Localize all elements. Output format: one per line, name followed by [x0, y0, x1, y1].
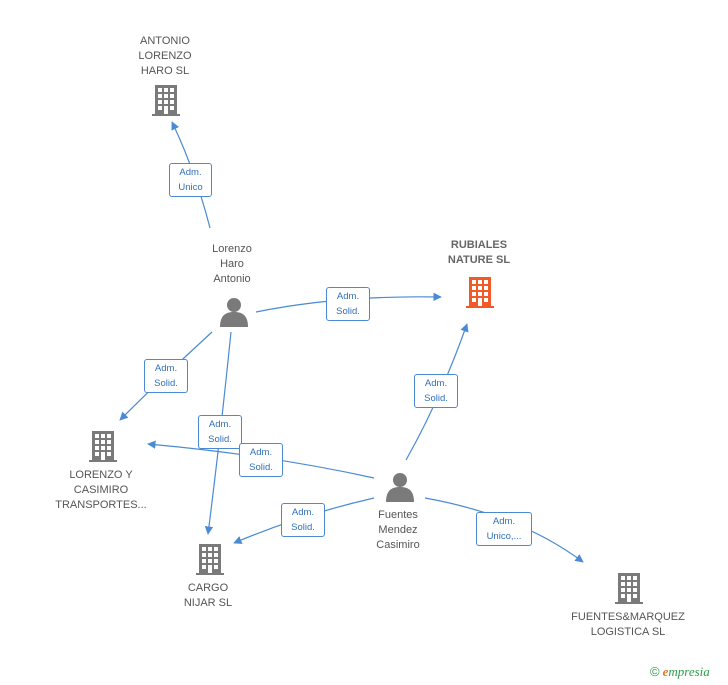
building-icon[interactable] — [89, 431, 117, 462]
edge-label: Adm. Unico — [169, 163, 212, 197]
node-label-lorenzo-casimiro[interactable]: LORENZO Y CASIMIRO TRANSPORTES... — [55, 469, 147, 511]
node-label-fuentes-person[interactable]: Fuentes Mendez Casimiro — [376, 509, 420, 551]
node-label-rubiales[interactable]: RUBIALES NATURE SL — [447, 239, 511, 266]
copyright-icon: © — [650, 664, 660, 679]
edge-label: Adm. Solid. — [414, 374, 458, 408]
node-label-antonio-lorenzo[interactable]: ANTONIO LORENZO HARO SL — [138, 35, 192, 77]
edge-label: Adm. Solid. — [281, 503, 325, 537]
node-label-cargo[interactable]: CARGO NIJAR SL — [183, 582, 233, 609]
brand-logo[interactable]: ©empresia — [650, 664, 710, 680]
brand-initial: e — [662, 664, 669, 679]
person-icon[interactable] — [386, 473, 414, 502]
node-label-lorenzo-person[interactable]: Lorenzo Haro Antonio — [212, 243, 252, 285]
building-icon[interactable] — [466, 277, 494, 308]
edge-label: Adm. Solid. — [198, 415, 242, 449]
node-label-fuentes-marquez[interactable]: FUENTES&MARQUEZ LOGISTICA SL — [571, 611, 685, 638]
edge-label: Adm. Solid. — [326, 287, 370, 321]
edge-label: Adm. Solid. — [239, 443, 283, 477]
edge-label: Adm. Solid. — [144, 359, 188, 393]
building-icon[interactable] — [615, 573, 643, 604]
building-icon[interactable] — [196, 544, 224, 575]
person-icon[interactable] — [220, 298, 248, 327]
building-icon[interactable] — [152, 85, 180, 116]
edge-label: Adm. Unico,... — [476, 512, 532, 546]
brand-name: mpresia — [668, 664, 710, 679]
